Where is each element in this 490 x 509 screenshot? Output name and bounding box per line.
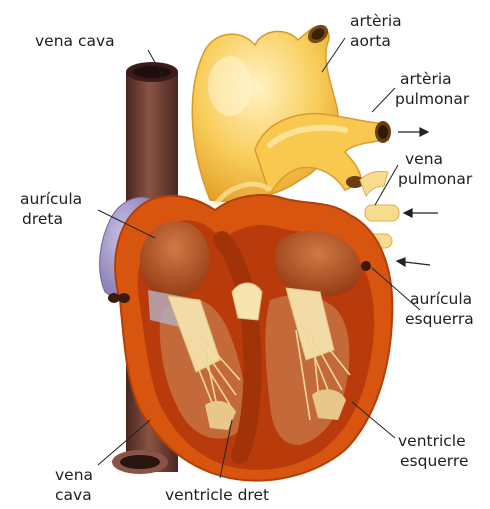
label-auricula-dreta-line2: dreta: [22, 210, 63, 229]
label-arteria-aorta-line2: aorta: [350, 32, 391, 51]
label-auricula-esquerra-line1: aurícula: [410, 290, 472, 309]
label-arteria-pulmonar-line2: pulmonar: [395, 90, 469, 109]
label-arteria-aorta-line1: artèria: [350, 12, 402, 31]
flow-arrows: [397, 128, 438, 266]
label-ventricle-dret: ventricle dret: [165, 486, 269, 505]
label-ventricle-esquerre-line2: esquerre: [400, 452, 468, 471]
label-ventricle-esquerre-line1: ventricle: [398, 432, 466, 451]
label-vena-cava-bottom-line1: vena: [55, 466, 93, 485]
label-vena-pulmonar-line1: vena: [405, 150, 443, 169]
label-vena-cava-top: vena cava: [35, 32, 115, 51]
label-auricula-dreta-line1: aurícula: [20, 190, 82, 209]
label-auricula-esquerra-line2: esquerra: [405, 310, 474, 329]
label-vena-pulmonar-line2: pulmonar: [398, 170, 472, 189]
label-arteria-pulmonar-line1: artèria: [400, 70, 452, 89]
label-vena-cava-bottom-line2: cava: [55, 486, 92, 505]
